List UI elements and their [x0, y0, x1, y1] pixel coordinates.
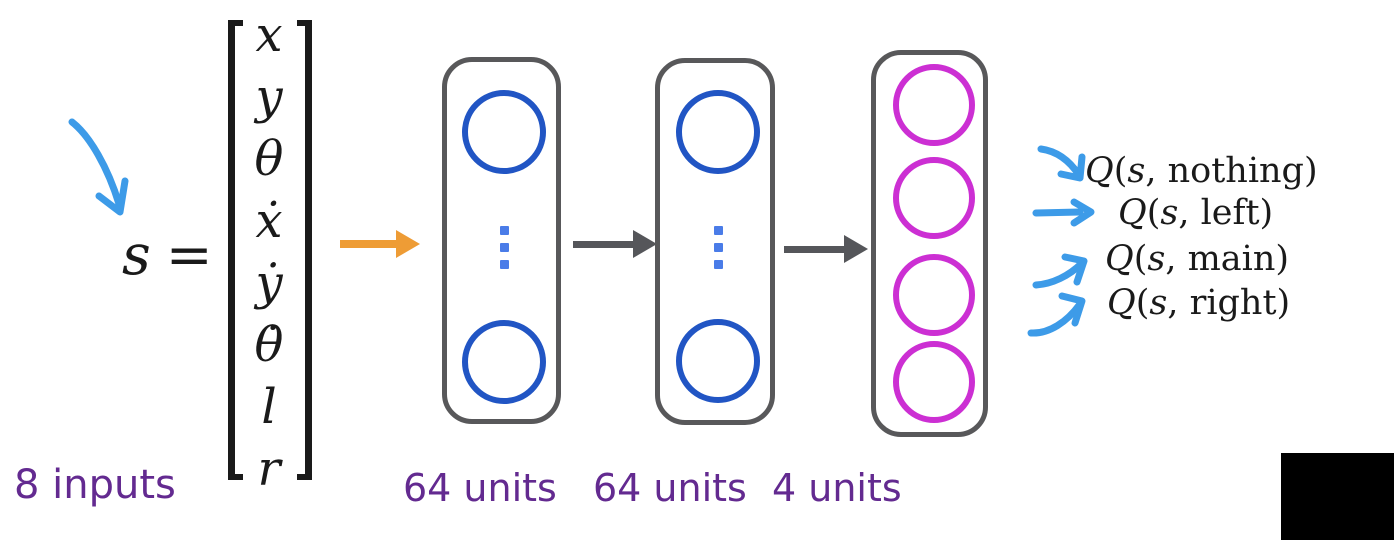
- state-symbol: s: [122, 223, 151, 288]
- state-vector-entry: r: [257, 441, 281, 497]
- output-layer-label: 4 units: [772, 466, 902, 510]
- inputs-count-label: 8 inputs: [14, 462, 176, 508]
- neuron-node: [676, 90, 760, 174]
- action-label: right: [1189, 283, 1277, 323]
- layer-arrow-icon: [573, 230, 657, 258]
- hidden-layer-1-label: 64 units: [403, 466, 557, 510]
- hidden-layer-2-label: 64 units: [593, 466, 747, 510]
- layer-arrow-icon: [784, 235, 868, 263]
- q-output-arrow-icon: [1027, 292, 1086, 337]
- q-output-arrow-icon: [1032, 198, 1095, 227]
- q-output-arrow-icon: [1032, 253, 1088, 289]
- vertical-ellipsis-icon: [714, 226, 723, 269]
- output-neuron-node: [893, 157, 975, 239]
- output-neuron-node: [893, 64, 975, 146]
- state-vector-entry: θ̇: [254, 317, 284, 373]
- state-vector: x y θ ẋ ẏ θ̇ l r: [240, 4, 298, 500]
- input-pointer-arrow-icon: [68, 118, 129, 216]
- vertical-ellipsis-icon: [500, 226, 509, 269]
- neuron-node: [676, 319, 760, 403]
- state-vector-entry: y: [255, 69, 283, 125]
- neuron-node: [462, 90, 546, 174]
- state-vector-entry: l: [261, 379, 277, 435]
- q-value-left: Q(s, left): [1118, 193, 1274, 233]
- q-output-arrow-icon: [1037, 145, 1086, 182]
- state-equation: s =: [122, 224, 213, 288]
- state-vector-entry: ẏ: [255, 255, 283, 311]
- action-label: main: [1187, 239, 1276, 279]
- black-overlay-box: [1281, 453, 1394, 540]
- neuron-node: [462, 320, 546, 404]
- hidden-layer-1-box: [442, 57, 561, 424]
- state-vector-entry: x: [255, 7, 283, 63]
- q-value-nothing: Q(s, nothing): [1085, 151, 1318, 191]
- action-label: nothing: [1167, 151, 1304, 191]
- state-vector-entry: ẋ: [255, 193, 283, 249]
- q-value-right: Q(s, right): [1107, 283, 1291, 323]
- vector-bracket-right: [297, 20, 312, 480]
- output-neuron-node: [893, 254, 975, 336]
- equals-sign: =: [165, 223, 213, 288]
- vector-bracket-left: [228, 20, 243, 480]
- input-arrow-icon: [340, 230, 420, 258]
- action-label: left: [1200, 193, 1260, 233]
- output-neuron-node: [893, 341, 975, 423]
- state-vector-entry: θ: [254, 131, 284, 187]
- q-value-main: Q(s, main): [1105, 239, 1290, 279]
- hidden-layer-2-box: [655, 58, 775, 425]
- output-layer-box: [871, 50, 988, 437]
